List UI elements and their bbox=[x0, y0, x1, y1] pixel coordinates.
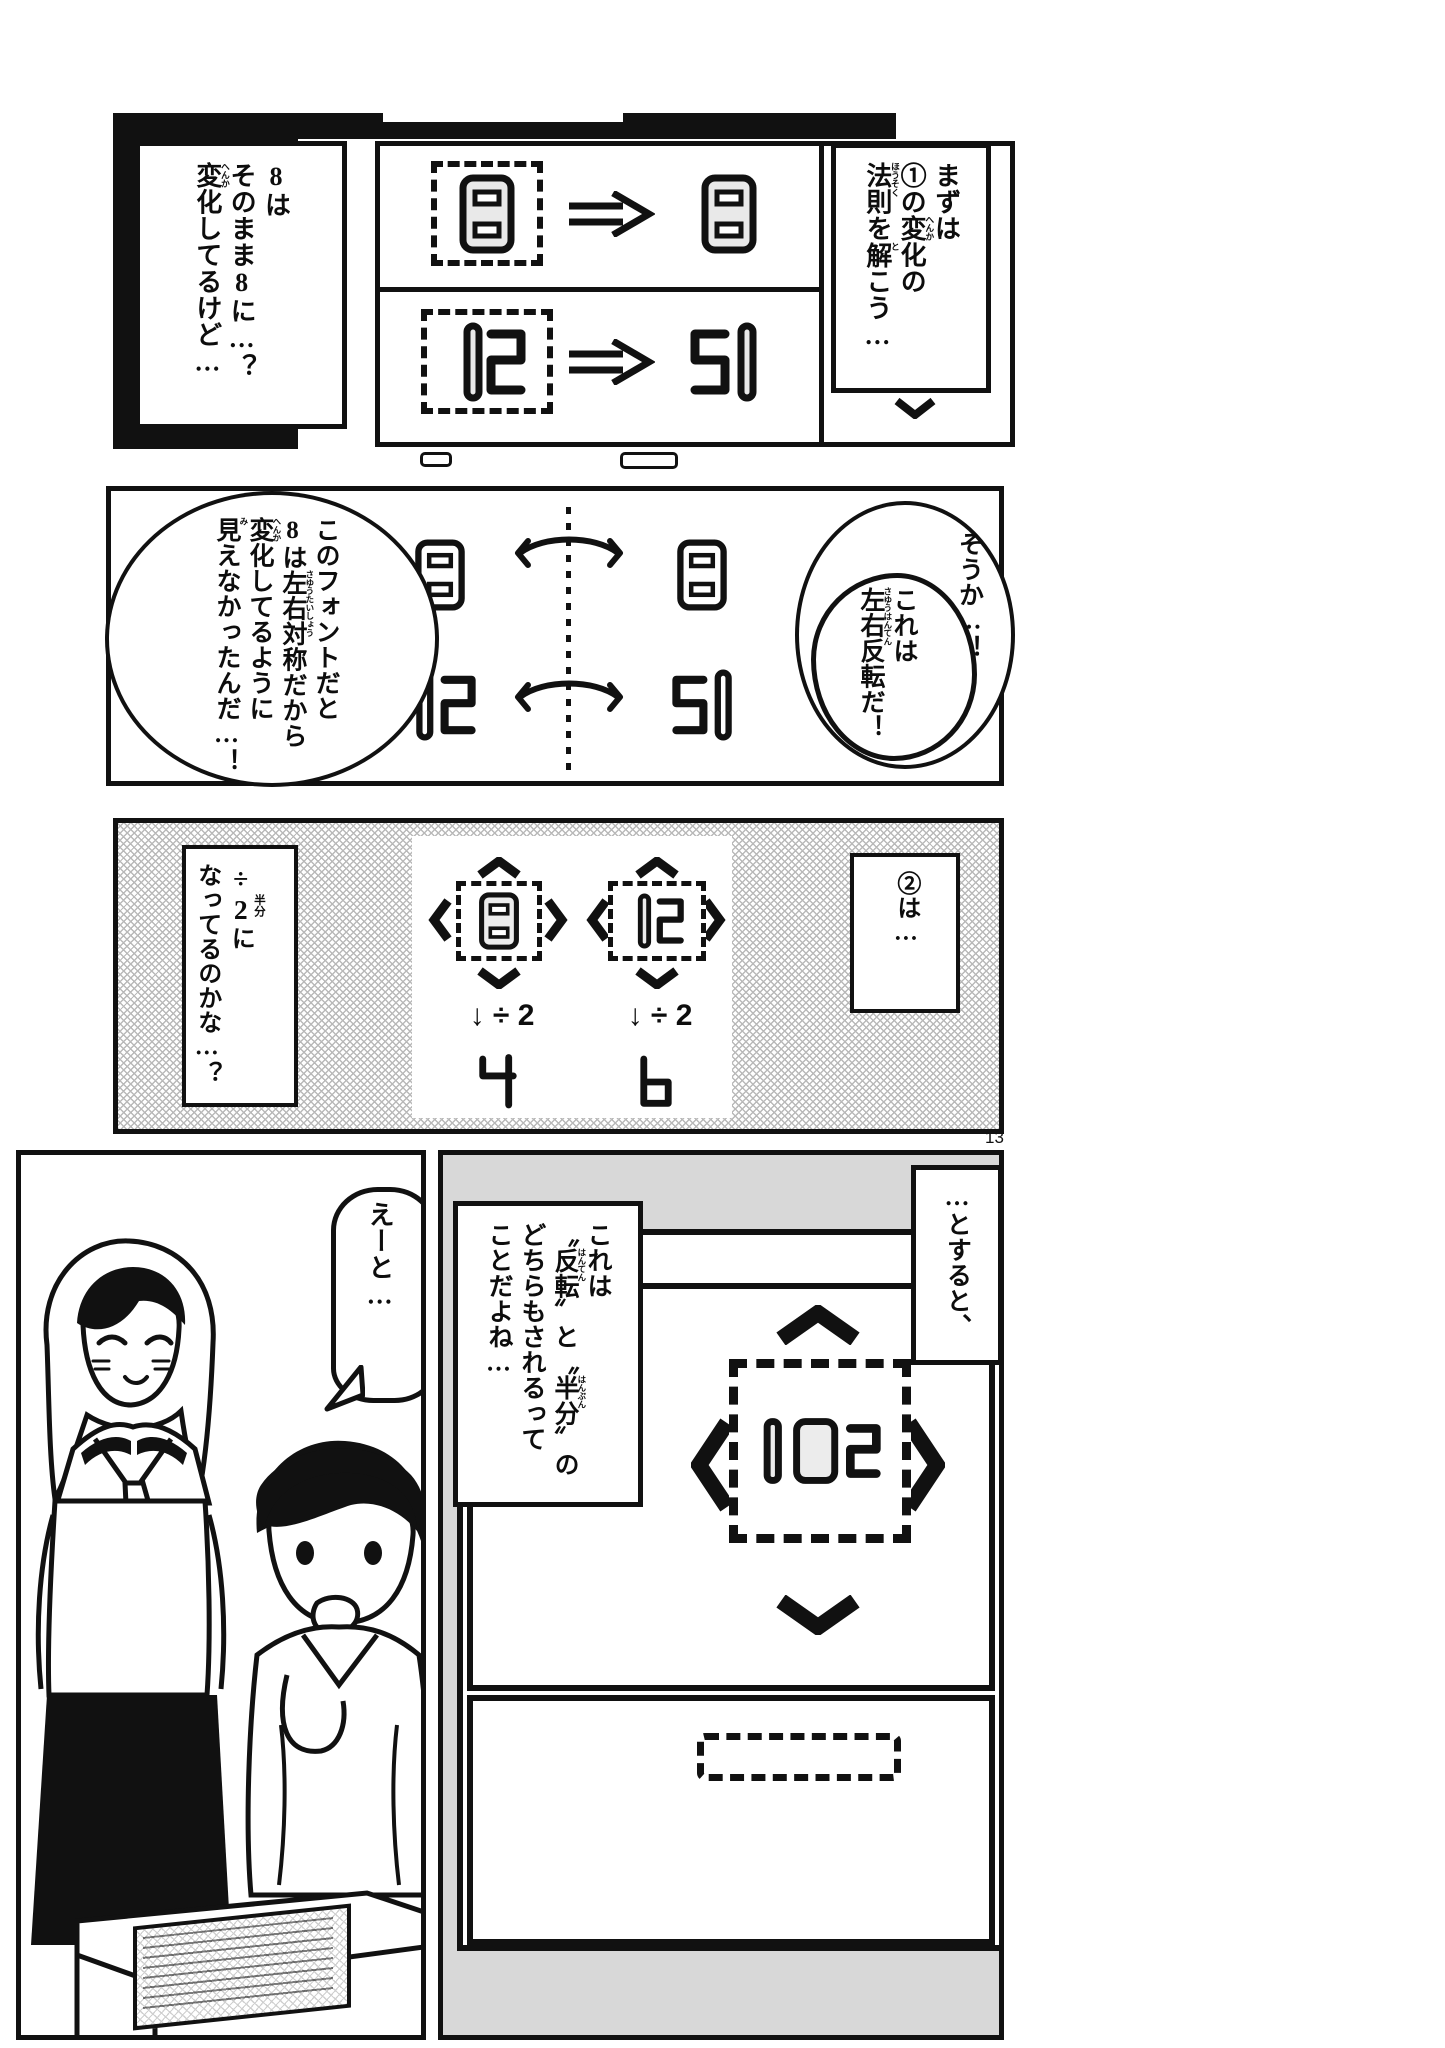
device-chev-down bbox=[773, 1594, 863, 1640]
panel1-row1-source-cell bbox=[431, 161, 543, 266]
p4-balloon-tail bbox=[321, 1364, 366, 1413]
panel3-col-b-chev-right bbox=[702, 897, 726, 948]
panel1-row2-result-cell bbox=[663, 309, 795, 414]
p5-balloon-left: これは 〝反転はんてん〟と〝半分はんぶん〟の どちらもされるって ことだよね… bbox=[453, 1201, 643, 1507]
character-boy bbox=[221, 1425, 421, 2035]
panel1-row1-arrow bbox=[565, 189, 656, 239]
panel1-diagram-divider bbox=[375, 287, 819, 292]
p5-balloon-right-text: …とすると、 bbox=[943, 1184, 971, 1339]
p4-balloon-text: えーと… bbox=[365, 1201, 395, 1311]
p1-balloon-right: まずは ①の変化へんかの 法則ほうそくを解とこう… bbox=[831, 143, 991, 393]
p1-balloon-right-text: まずは ①の変化へんかの 法則ほうそくを解とこう… bbox=[862, 162, 961, 351]
panel1-device-stub-mid bbox=[620, 452, 678, 469]
device-chev-left bbox=[689, 1415, 735, 1520]
device-value-box bbox=[729, 1359, 911, 1543]
panel1-row2-arrow bbox=[565, 337, 656, 387]
panel3-col-a-output bbox=[474, 1053, 522, 1111]
p2-balloon-right-inner-text-wrap: これは 左右反転さゆうはんてんだ！ bbox=[817, 587, 957, 740]
device-lower-dashed-strip bbox=[697, 1733, 901, 1781]
panel3-col-b-operation: ↓ ÷ 2 bbox=[627, 999, 693, 1032]
panel3-col-b-input bbox=[608, 881, 706, 961]
panel1-device-hint bbox=[855, 423, 975, 441]
p3-balloon-right: ②は… bbox=[850, 853, 960, 1013]
panel1-row2-source-cell bbox=[421, 309, 553, 414]
panel-mirror-reflection: このフォントだと 8は左右対称さゆうたいしょうだから 変化へんかしてるように 見… bbox=[106, 486, 1011, 786]
page-number: 13 bbox=[985, 1128, 1004, 1147]
panel3-col-a-chev-right bbox=[544, 897, 568, 948]
panel3-col-a-chev-down bbox=[476, 967, 522, 994]
panel3-col-a-chev-left bbox=[428, 897, 452, 948]
p4-balloon bbox=[331, 1187, 421, 1403]
p1-balloon-left: 8は そのまま8に…？ 変化へんかしてるけど… bbox=[135, 141, 347, 429]
panel3-col-a-chev-up bbox=[476, 855, 522, 884]
p4-balloon-text-wrap: えーと… bbox=[339, 1201, 419, 1381]
panel3-col-b-chev-up bbox=[634, 855, 680, 884]
p1-balloon-left-text: 8は そのまま8に…？ 変化へんかしてるけど… bbox=[192, 162, 291, 381]
character-girl bbox=[21, 1225, 241, 2035]
p2-balloon-right-inner bbox=[811, 573, 977, 761]
panel3-col-b-output bbox=[634, 1053, 678, 1111]
panel-device: これは 〝反転はんてん〟と〝半分はんぶん〟の どちらもされるって ことだよね… … bbox=[438, 1150, 1004, 2040]
panel3-col-a-operation: ↓ ÷ 2 bbox=[469, 999, 535, 1032]
p2-balloon-left-text: このフォントだと 8は左右対称さゆうたいしょうだから 変化へんかしてるように 見… bbox=[213, 517, 339, 774]
panel1-row1-result-cell bbox=[673, 161, 785, 266]
panel2-right-51 bbox=[659, 669, 755, 741]
panel2-bottom-double-arrow bbox=[514, 677, 624, 722]
panel1-device-stub-left bbox=[420, 452, 452, 467]
panel1-top-white-strip bbox=[383, 117, 621, 122]
chevron-down-icon bbox=[893, 397, 937, 421]
panel3-col-b: ↓ ÷ 2 bbox=[586, 855, 726, 1107]
device-chev-right bbox=[901, 1415, 947, 1520]
panel3-col-b-chev-left bbox=[586, 897, 610, 948]
p2-balloon-left-text-wrap: このフォントだと 8は左右対称さゆうたいしょうだから 変化へんかしてるように 見… bbox=[135, 517, 417, 774]
p5-balloon-right: …とすると、 bbox=[911, 1165, 999, 1365]
p3-balloon-right-text: ②は… bbox=[892, 871, 919, 947]
panel2-top-double-arrow bbox=[514, 533, 624, 578]
panel3-col-a: ↓ ÷ 2 bbox=[428, 855, 568, 1109]
panel-transformation-rule: 8は そのまま8に…？ 変化へんかしてるけど… まずは ①の変化へんかの 法則ほ… bbox=[113, 113, 1015, 449]
panel3-col-b-chev-down bbox=[634, 967, 680, 994]
panel2-right-8 bbox=[673, 539, 731, 611]
p2-balloon-left bbox=[109, 495, 435, 783]
p2-balloon-right-inner-text: これは 左右反転さゆうはんてんだ！ bbox=[857, 587, 917, 740]
panel2-mirror-axis bbox=[566, 507, 571, 775]
p5-balloon-left-text: これは 〝反転はんてん〟と〝半分はんぶん〟の どちらもされるって ことだよね… bbox=[485, 1222, 611, 1477]
device-chev-up bbox=[773, 1303, 863, 1350]
panel-classroom: えーと… bbox=[16, 1150, 426, 2040]
panel3-col-a-input bbox=[456, 881, 542, 961]
